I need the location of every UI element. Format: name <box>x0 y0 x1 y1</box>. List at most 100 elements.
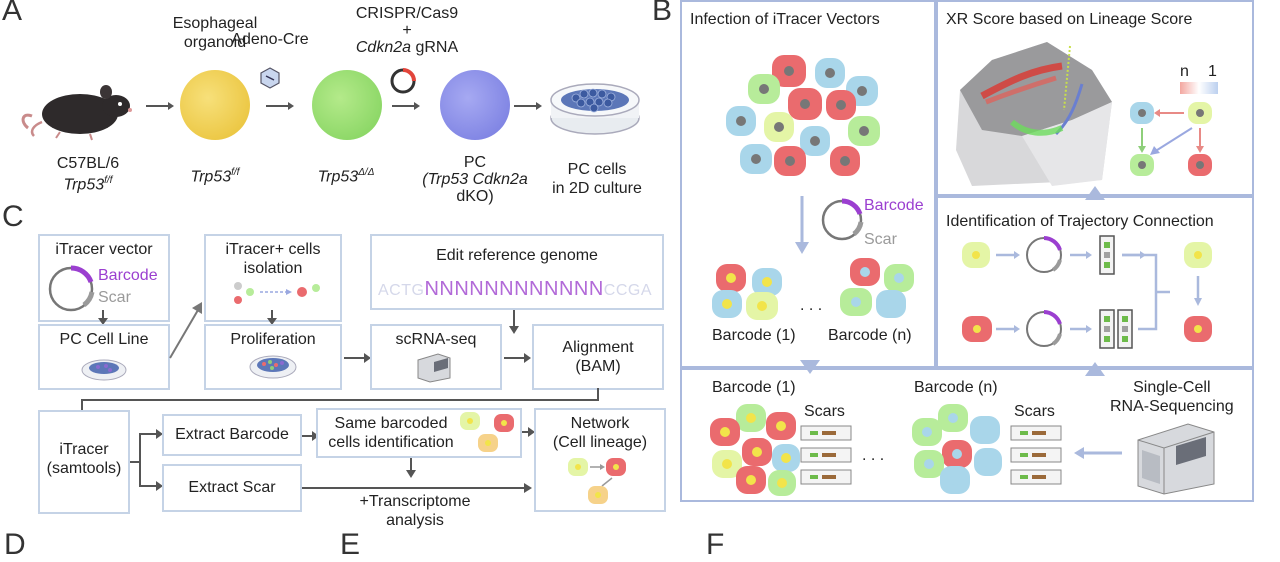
scar-strips-1 <box>800 425 852 485</box>
lineage-mini-graph <box>1130 102 1212 176</box>
legend-gradient <box>1180 82 1218 94</box>
trp-dd-label: Trp53Δ/Δ <box>317 167 375 186</box>
itracer-vector-icon <box>821 198 864 241</box>
legend-n: n <box>1180 63 1189 80</box>
xr-title: XR Score based on Lineage Score <box>946 11 1193 28</box>
cell-cluster <box>726 55 880 176</box>
c-scrnaseq: scRNA-seq <box>395 331 477 348</box>
b-barcode-label: Barcode <box>864 197 924 214</box>
c-isolation: iTracer+ cells isolation <box>225 241 321 277</box>
c-extract-barcode: Extract Barcode <box>175 426 289 443</box>
c-arrow-6 <box>302 431 319 441</box>
c-arrow-5 <box>504 353 531 363</box>
samtools-box <box>38 410 130 514</box>
c-extract-scar: Extract Scar <box>188 479 276 496</box>
c-edit-ref: Edit reference genome <box>436 247 598 264</box>
organoid-blue <box>440 70 510 140</box>
infection-title: Infection of iTracer Vectors <box>690 11 880 28</box>
c-sequencer-icon <box>417 353 451 383</box>
c-itracer-vector: iTracer vector <box>55 241 153 258</box>
c-vector-icon <box>48 265 95 312</box>
scar-strips-n <box>1010 425 1062 485</box>
c-arrow-4 <box>509 310 519 334</box>
panel-letter-b: B <box>652 0 673 27</box>
c-network-icon <box>568 458 626 504</box>
c-dish-icon-1 <box>81 359 127 381</box>
legend-1: 1 <box>1208 63 1217 80</box>
b-barcode-1-label: Barcode (1) <box>712 327 796 344</box>
arrow-down-to-bottom <box>800 360 820 374</box>
b-barcode-n-label: Barcode (n) <box>828 327 912 344</box>
trajectory-title: Identification of Trajectory Connection <box>946 213 1214 230</box>
c-samtools: iTracer (samtools) <box>46 441 122 477</box>
plasmid-icon <box>390 68 416 94</box>
c-diagonal-arrow <box>169 302 202 359</box>
alignment-box <box>532 324 664 390</box>
arrow-a4 <box>514 102 542 110</box>
panel-letter-c: C <box>2 200 24 233</box>
barcode-group-n <box>840 258 914 318</box>
c-scar: Scar <box>98 289 131 306</box>
panel-letter-d: D <box>4 528 26 561</box>
scars-label-1: Scars <box>804 403 845 420</box>
trajectory-diagram <box>962 235 1212 349</box>
mouse-icon <box>21 85 132 141</box>
pc2d-label: PC cells in 2D culture <box>552 161 642 197</box>
crispr-plus: + <box>402 22 412 39</box>
c-connector <box>81 388 599 410</box>
adeno-cre-label: Adeno-Cre <box>231 31 309 48</box>
c-same-cells-icon <box>460 412 514 452</box>
mouse-strain-line2: Trp53f/f <box>63 175 113 194</box>
virus-icon <box>260 67 280 89</box>
crispr-line1: CRISPR/Cas9 <box>355 5 459 22</box>
barcode-group-1 <box>712 264 782 320</box>
arrow-up-to-traj <box>1085 362 1105 376</box>
pc-line2: (Trp53 Cdkn2a <box>422 171 528 188</box>
crispr-line3: Cdkn2a gRNA <box>355 39 459 56</box>
bottom-cells-n <box>912 404 1002 494</box>
bottom-barcode-n: Barcode (n) <box>914 379 998 396</box>
arrow-a2 <box>266 102 294 110</box>
arrow-a1 <box>146 102 174 110</box>
c-proliferation: Proliferation <box>230 331 316 348</box>
bottom-dots: . . . <box>862 447 885 464</box>
c-branch-arrows <box>130 429 163 491</box>
c-pc-cell-line: PC Cell Line <box>59 331 149 348</box>
infection-arrow <box>795 196 809 254</box>
isolation-box <box>204 234 342 322</box>
single-cell-label: Single-Cell RNA-Sequencing <box>1110 379 1234 415</box>
b-scar-label: Scar <box>864 231 897 248</box>
extract-scar-box <box>162 464 302 512</box>
bottom-box <box>680 368 1254 502</box>
c-arrow-2 <box>267 310 277 325</box>
c-dish-icon-2 <box>249 355 297 379</box>
edit-ref-box <box>370 234 664 310</box>
c-arrow-1 <box>98 310 108 325</box>
trp-ff-label: Trp53f/f <box>190 167 240 186</box>
panel-letter-e: E <box>340 528 361 561</box>
xr-landscape <box>956 42 1112 186</box>
bottom-barcode-1: Barcode (1) <box>712 379 796 396</box>
c-same-barcoded: Same barcoded cells identification <box>328 415 454 451</box>
mouse-strain-line1: C57BL/6 <box>56 155 120 172</box>
sequencer-icon <box>1137 423 1215 495</box>
pc-line1: PC <box>463 154 487 171</box>
petri-dish-icon <box>550 83 640 135</box>
c-transcriptome: +Transcriptome analysis <box>359 493 471 529</box>
organoid-green <box>312 70 382 140</box>
c-network: Network (Cell lineage) <box>552 415 648 451</box>
arrow-a3 <box>392 102 420 110</box>
pc-line3: dKO) <box>456 188 494 205</box>
c-isolation-icon <box>234 282 320 304</box>
c-arrow-3 <box>344 353 371 363</box>
organoid-label: Esophageal organoid <box>172 15 258 51</box>
c-arrow-9 <box>522 427 535 437</box>
organoid-yellow <box>180 70 250 140</box>
c-barcode: Barcode <box>98 267 158 284</box>
c-arrow-7 <box>406 458 416 478</box>
b-dots: . . . <box>800 297 823 314</box>
c-arrow-8 <box>302 483 532 493</box>
arrow-up-to-xr <box>1085 186 1105 200</box>
c-alignment: Alignment (BAM) <box>562 339 634 375</box>
extract-barcode-box <box>162 414 302 456</box>
